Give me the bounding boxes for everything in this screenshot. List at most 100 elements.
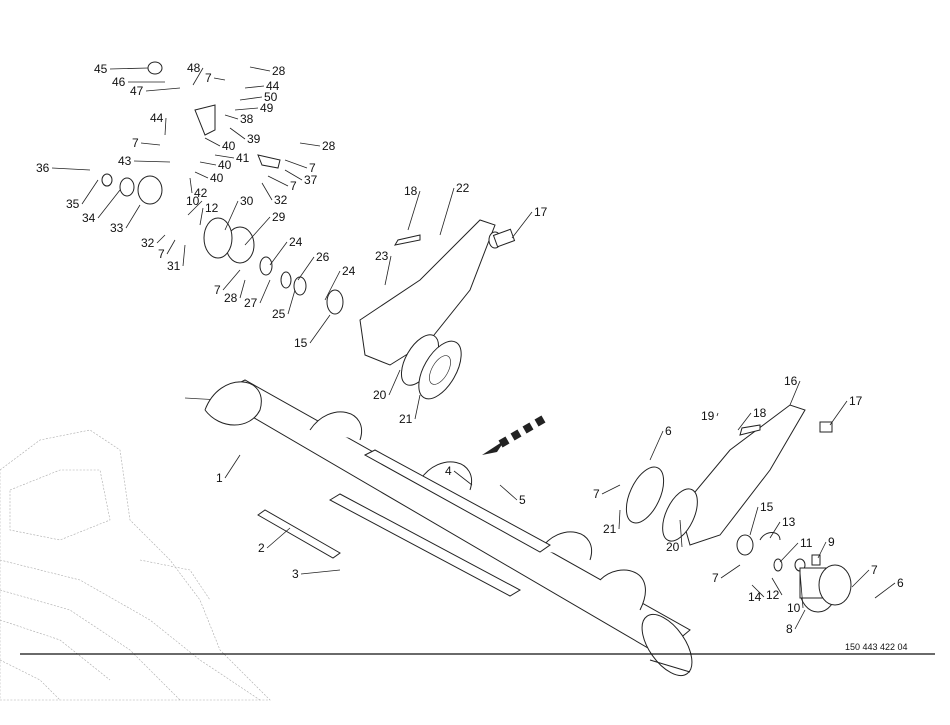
leader-line [453,470,473,486]
leader-line [601,484,621,495]
leader-line [499,484,518,501]
leader-line [384,255,392,286]
leader-line [789,380,801,406]
auger-tube [184,379,693,676]
part-callout-7: 7 [205,71,212,85]
leader-line [799,571,804,609]
right-bearing-assembly [625,404,852,613]
leader-line [779,542,799,563]
part-callout-42: 42 [194,186,208,200]
part-callout-19: 19 [701,409,715,423]
leader-line [133,160,171,163]
part-callout-13: 13 [782,515,796,529]
leader-line [192,67,204,86]
leader-line [297,256,315,281]
part-callout-7: 7 [593,487,600,501]
part-callout-32: 32 [141,236,155,250]
part-callout-21: 21 [603,522,617,536]
leader-line [874,582,896,599]
leader-line [81,179,99,205]
leader-line [189,177,193,194]
part-callout-24: 24 [342,264,356,278]
part-callout-50: 50 [264,90,278,104]
direction-arrow [482,415,546,455]
leader-line [720,564,741,579]
leader-line [182,244,186,267]
leader-line [125,204,141,229]
part-callout-7: 7 [132,136,139,150]
left-bearing-assembly [101,61,516,400]
leader-line [407,190,421,231]
part-callout-41: 41 [236,151,250,165]
leader-line [267,175,289,187]
leader-line [511,211,533,239]
leader-line [224,114,239,120]
part-callout-7: 7 [309,161,316,175]
wear-strip-2 [257,509,341,559]
part-callout-7: 7 [158,247,165,261]
leader-line [164,117,167,136]
leader-line [649,430,664,461]
part-callout-26: 26 [316,250,330,264]
leader-line [269,241,288,266]
part-callout-12: 12 [205,201,219,215]
part-callout-47: 47 [130,84,144,98]
leader-line [156,234,166,244]
part-callout-27: 27 [244,296,258,310]
part-callout-32: 32 [274,193,288,207]
part-callout-5: 5 [519,493,526,507]
part-callout-10: 10 [186,194,200,208]
part-callout-25: 25 [272,307,286,321]
part-callout-24: 24 [289,235,303,249]
part-callout-14: 14 [748,590,762,604]
leader-line [618,509,621,530]
leader-line [679,519,683,548]
part-callout-38: 38 [240,112,254,126]
part-callout-30: 30 [240,194,254,208]
part-callout-7: 7 [871,563,878,577]
part-callout-45: 45 [94,62,108,76]
leader-line [229,127,246,140]
part-callout-16: 16 [784,374,798,388]
part-callout-43: 43 [118,154,132,168]
leader-line [140,142,161,146]
part-callout-11: 11 [800,536,813,550]
part-callout-33: 33 [110,221,124,235]
leader-line [239,279,246,299]
leader-line [187,200,203,216]
leader-line [309,314,331,344]
leader-line [204,137,221,147]
part-callout-1: 1 [216,471,223,485]
leader-line [213,77,226,81]
leader-line [224,454,241,479]
part-callout-15: 15 [294,336,308,350]
part-callout-46: 46 [112,75,126,89]
leader-line [97,189,121,219]
part-callout-28: 28 [272,64,286,78]
part-callout-20: 20 [373,388,387,402]
part-callout-22: 22 [456,181,470,195]
leader-line [287,289,296,315]
machine-background-sketch [0,429,271,701]
leader-line [299,142,321,147]
part-callout-3: 3 [292,567,299,581]
part-callout-48: 48 [187,61,201,75]
leader-line [222,269,241,291]
part-callout-39: 39 [247,132,261,146]
part-callout-28: 28 [224,291,238,305]
part-callout-7: 7 [214,283,221,297]
part-callout-23: 23 [375,249,389,263]
leader-line [817,541,827,559]
part-callout-15: 15 [760,500,774,514]
leader-line [829,400,848,426]
leader-line [769,521,781,539]
leader-line [244,85,265,89]
part-callout-40: 40 [210,171,224,185]
part-callout-36: 36 [36,161,50,175]
leader-line [439,187,455,236]
part-callout-29: 29 [272,210,286,224]
leader-line [234,107,259,111]
leader-line [851,569,870,588]
